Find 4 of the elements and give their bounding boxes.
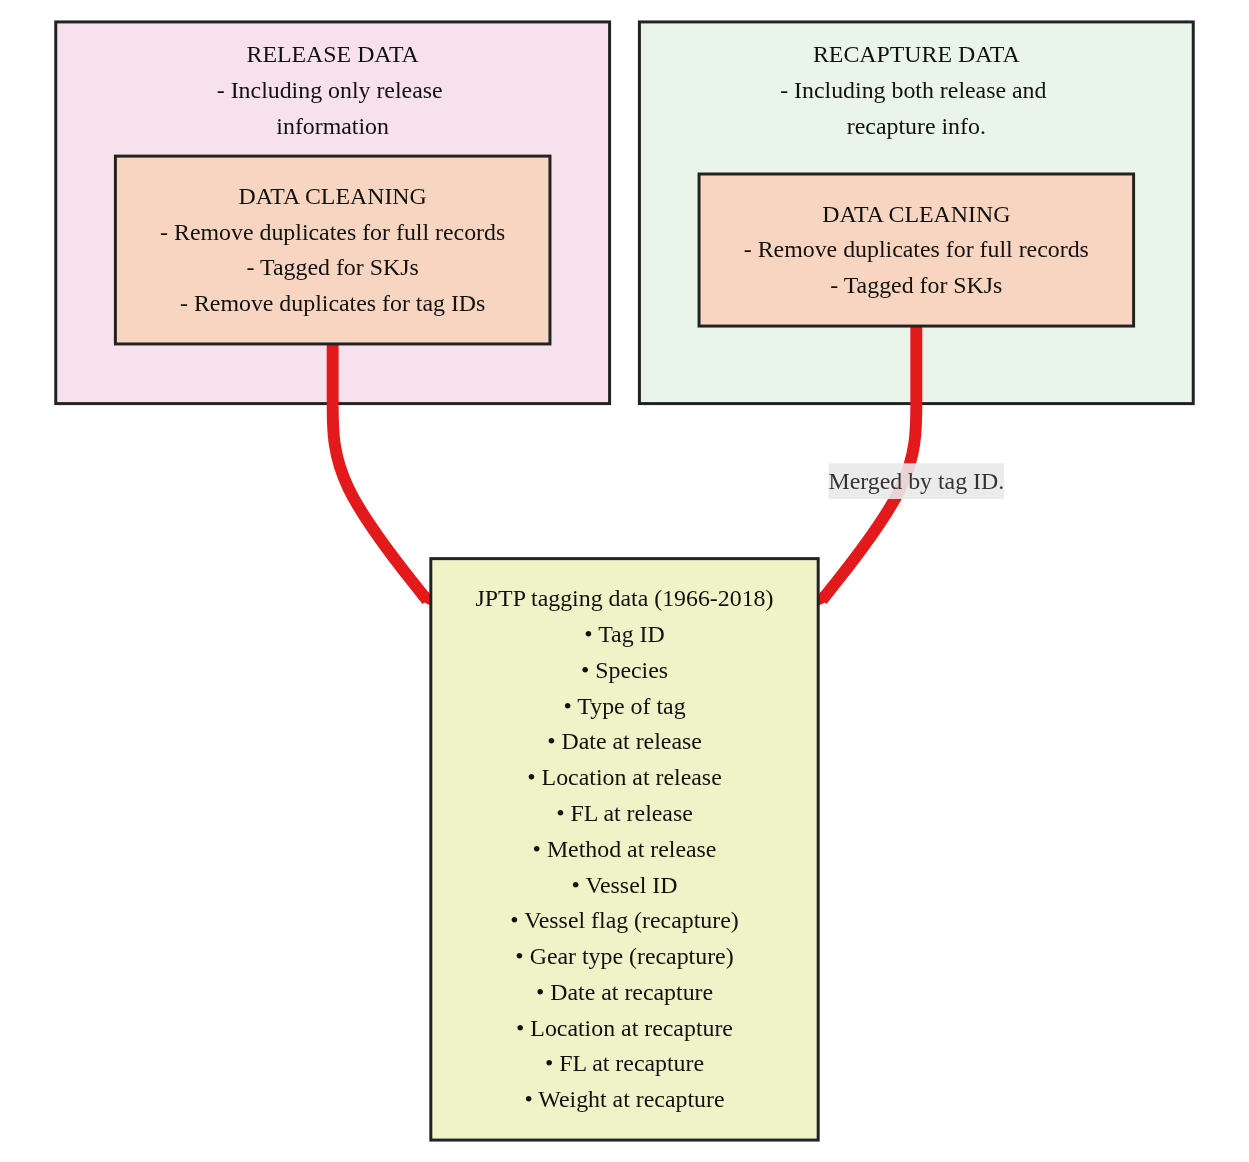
node-box: DATA CLEANING - Remove duplicates for full records - Tagged for SKJs — [697, 172, 1136, 328]
node-box: DATA CLEANING - Remove duplicates for full records - Tagged for SKJs - Remove duplicates for tag IDs — [113, 154, 552, 346]
node-box: JPTP tagging data (1966-2018) • Tag ID • Species • Type of tag • Date at release • Location at release • FL at release • Method at release • Vessel ID • Vessel flag (recapture) • Gear type (recapture) • Date at recapture • Location at recapture • FL at recapture • Weight at recapture — [429, 557, 820, 1142]
edge-label: Merged by tag ID. — [828, 467, 1005, 494]
